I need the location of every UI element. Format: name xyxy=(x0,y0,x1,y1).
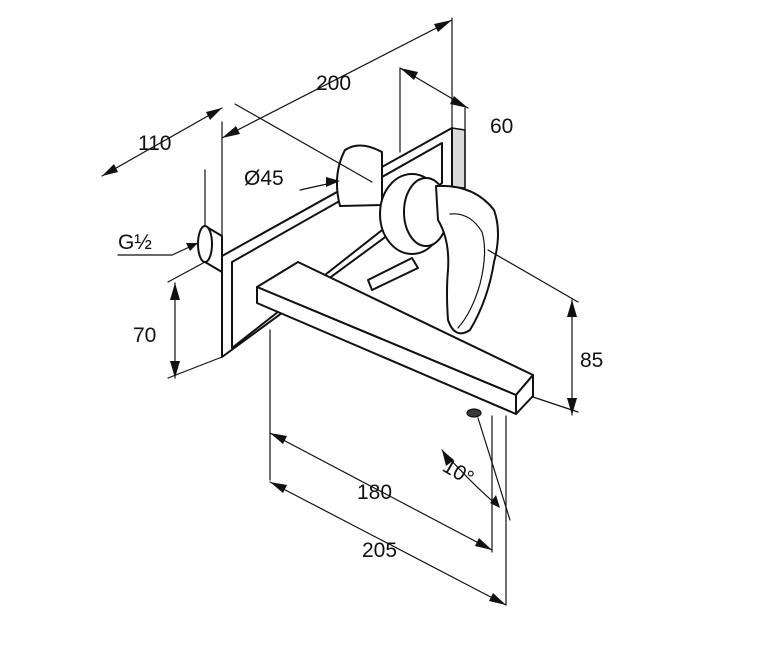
dim-180-label: 180 xyxy=(357,481,392,504)
dim-45-label: Ø45 xyxy=(244,167,284,190)
inlet-connector xyxy=(197,225,223,273)
dimension-lines xyxy=(101,19,577,606)
dim-205-label: 205 xyxy=(362,539,397,562)
spout xyxy=(256,261,534,418)
dim-70-label: 70 xyxy=(133,324,156,347)
wall-plate-edge xyxy=(451,127,466,189)
lever-handle xyxy=(435,184,499,335)
dim-85-label: 85 xyxy=(580,349,603,372)
lever-handle-edge xyxy=(449,213,486,329)
angle-10-label: 10° xyxy=(439,454,478,490)
dim-200-label: 200 xyxy=(316,72,351,95)
faucet-body xyxy=(197,127,534,418)
thread-label: G½ xyxy=(118,231,152,254)
spout-neck xyxy=(367,257,419,291)
aerator xyxy=(466,408,482,418)
rear-cylinder xyxy=(335,144,383,207)
dim-110-label: 110 xyxy=(138,132,171,155)
extension-lines xyxy=(167,17,579,606)
handle-hub xyxy=(379,173,449,255)
dim-60-label: 60 xyxy=(490,115,513,138)
